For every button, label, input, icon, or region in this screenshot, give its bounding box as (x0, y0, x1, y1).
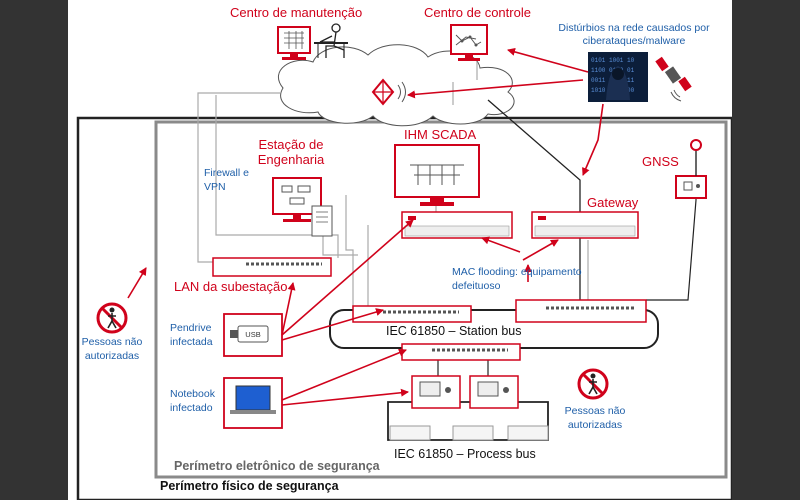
engineering-station-icon (272, 177, 333, 237)
svg-text:0101 1001 10: 0101 1001 10 (591, 57, 635, 64)
network-diagram: 0101 1001 10 1100 0110 01 0011 1010 11 1… (68, 0, 732, 500)
scada-hmi-label: IHM SCADA (404, 127, 477, 142)
merging-unit-3 (507, 425, 549, 441)
notebook-box (223, 377, 283, 429)
cloud-threat-icon (371, 78, 406, 106)
maintenance-center-label: Centro de manutenção (230, 5, 363, 20)
satellite-icon (655, 56, 692, 102)
svg-text:1100 0110 01: 1100 0110 01 (591, 67, 635, 74)
no-entry-sign-left (96, 302, 128, 334)
merging-unit-2 (452, 425, 494, 441)
merging-unit-1 (389, 425, 431, 441)
gateway-rack (531, 211, 639, 239)
maintenance-center-icon (277, 23, 348, 60)
pendrive-label: Pendrive infectada (170, 322, 213, 348)
station-bus-label: IEC 61850 – Station bus (386, 324, 522, 338)
lan-label: LAN da subestação (174, 279, 288, 294)
notebook-label: Notebook infectado (170, 388, 215, 414)
cloud-shape (277, 44, 515, 127)
electronic-perimeter-label: Perímetro eletrônico de segurança (174, 459, 380, 473)
no-entry-sign-right (577, 368, 609, 400)
physical-perimeter-label: Perímetro físico de segurança (160, 479, 339, 493)
attack-arrows (127, 47, 604, 406)
process-bus-label: IEC 61850 – Process bus (394, 447, 536, 461)
unauthorized-people-right-label: Pessoas não autorizadas (564, 405, 626, 431)
control-center-label: Centro de controle (424, 5, 531, 20)
right-sidebar (732, 0, 800, 500)
control-center-icon (450, 24, 488, 61)
process-switch (401, 343, 521, 361)
station-switch-2 (515, 299, 647, 323)
firewall-vpn-label: Firewall e VPN (204, 167, 249, 194)
left-sidebar (0, 0, 68, 500)
gnss-icon (675, 139, 707, 199)
scada-server-rack (401, 211, 513, 239)
engineering-station-label: Estação de Engenharia (257, 137, 325, 167)
gateway-label: Gateway (587, 195, 639, 210)
cyberattacks-label: Distúrbios na rede causados por ciberata… (558, 22, 710, 48)
pendrive-box (223, 313, 283, 357)
mac-flooding-label: MAC flooding: equipamento defeituoso (452, 266, 582, 292)
gnss-label: GNSS (642, 154, 679, 169)
hacker-image: 0101 1001 10 1100 0110 01 0011 1010 11 1… (588, 52, 648, 102)
scada-hmi-icon (394, 144, 480, 206)
unauthorized-people-left-label: Pessoas não autorizadas (81, 336, 143, 362)
electronic-perimeter-frame (154, 120, 728, 479)
lan-switch (212, 257, 332, 277)
ied-2 (469, 375, 519, 409)
usb-label: USB (245, 330, 260, 339)
diagram-graphics: 0101 1001 10 1100 0110 01 0011 1010 11 1… (76, 23, 732, 500)
ied-1 (411, 375, 461, 409)
